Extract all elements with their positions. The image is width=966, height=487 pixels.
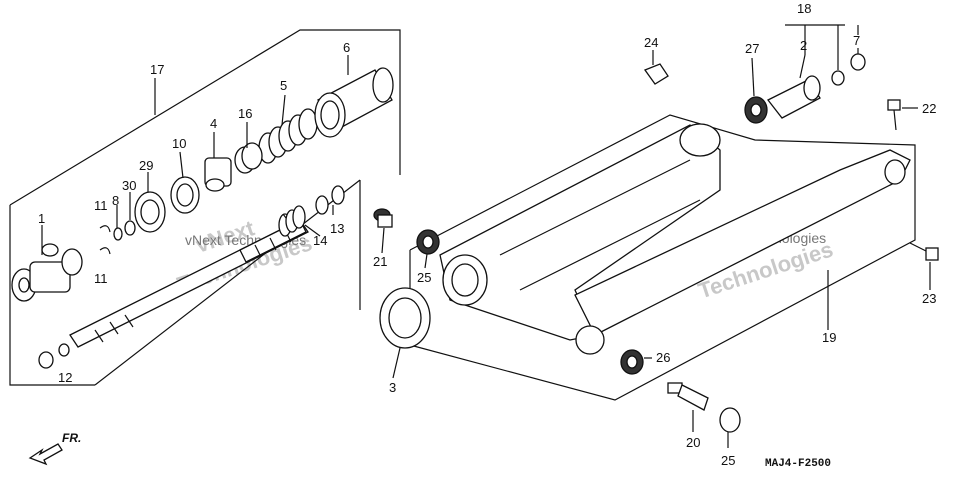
- joint-6: [204, 157, 232, 192]
- callout-25-upper: 25: [417, 270, 431, 285]
- collar-15: [234, 142, 263, 174]
- callout-5: 8: [112, 193, 119, 208]
- callout-19: 20: [686, 435, 700, 450]
- swingarm-group-frame: [409, 114, 916, 401]
- callout-20: 21: [373, 254, 387, 269]
- callout-24: 25: [721, 453, 735, 468]
- callout-11-lower: 11: [94, 271, 108, 286]
- callout-21: 22: [922, 101, 936, 116]
- diagram-code: MAJ4-F2500: [765, 458, 831, 470]
- front-direction-arrow: FR.: [28, 431, 81, 466]
- callout-22: 23: [922, 291, 936, 306]
- callout-23: 24: [644, 35, 658, 50]
- callout-8: 6: [343, 40, 350, 55]
- circlip-11: [99, 225, 111, 255]
- washers-29-12: [38, 343, 70, 369]
- callout-17: 18: [797, 1, 811, 16]
- callout-2: 2: [800, 38, 807, 53]
- callout-26: 27: [745, 41, 759, 56]
- nut-23: [643, 63, 669, 85]
- arrow-icon: [28, 443, 63, 466]
- driveshaft-group-frame: [9, 29, 401, 386]
- callout-6: 4: [210, 116, 217, 131]
- leader-lines: [41, 24, 931, 448]
- collar-2: [767, 75, 821, 119]
- callout-12: 12: [58, 370, 72, 385]
- callout-14: 14: [313, 233, 327, 248]
- plug-20: [373, 208, 393, 228]
- boot-8: [314, 67, 394, 138]
- nut-24: [719, 407, 741, 433]
- callout-3: 3: [389, 380, 396, 395]
- spring-14: [278, 205, 306, 237]
- callout-10: 10: [172, 136, 186, 151]
- callout-labels: 17 6 5 16 4 10 29 30 8 11 11 1 13 14 12 …: [38, 1, 936, 468]
- callout-7: 5: [280, 78, 287, 93]
- callout-4: 7: [853, 33, 860, 48]
- swingarm-18: [439, 123, 911, 355]
- callout-25-lower: 26: [656, 350, 670, 365]
- direction-label: FR.: [62, 431, 81, 445]
- bearing-25-upper: [416, 229, 440, 255]
- callout-11-upper: 11: [94, 198, 108, 213]
- callout-16: 17: [150, 62, 164, 77]
- callout-1: 1: [38, 211, 45, 226]
- clip-28: [124, 220, 136, 236]
- universal-joint: [11, 243, 83, 302]
- spring-7: [258, 108, 318, 164]
- seal-26: [744, 96, 768, 124]
- callout-18: 19: [822, 330, 836, 345]
- washer-5: [113, 227, 123, 241]
- bolt-21: [887, 99, 901, 131]
- oil-seal-10: [170, 176, 200, 214]
- washer-30-4: [831, 53, 866, 86]
- callout-28: 30: [122, 178, 136, 193]
- bearing-25-lower: [620, 349, 644, 375]
- bolt-22: [909, 242, 939, 261]
- bolt-19: [667, 382, 709, 411]
- callout-27: 29: [139, 158, 153, 173]
- callout-13: 13: [330, 221, 344, 236]
- callout-15: 16: [238, 106, 252, 121]
- washers-13: [315, 185, 345, 215]
- bearing-27: [134, 191, 166, 233]
- locknut-3: [379, 287, 431, 349]
